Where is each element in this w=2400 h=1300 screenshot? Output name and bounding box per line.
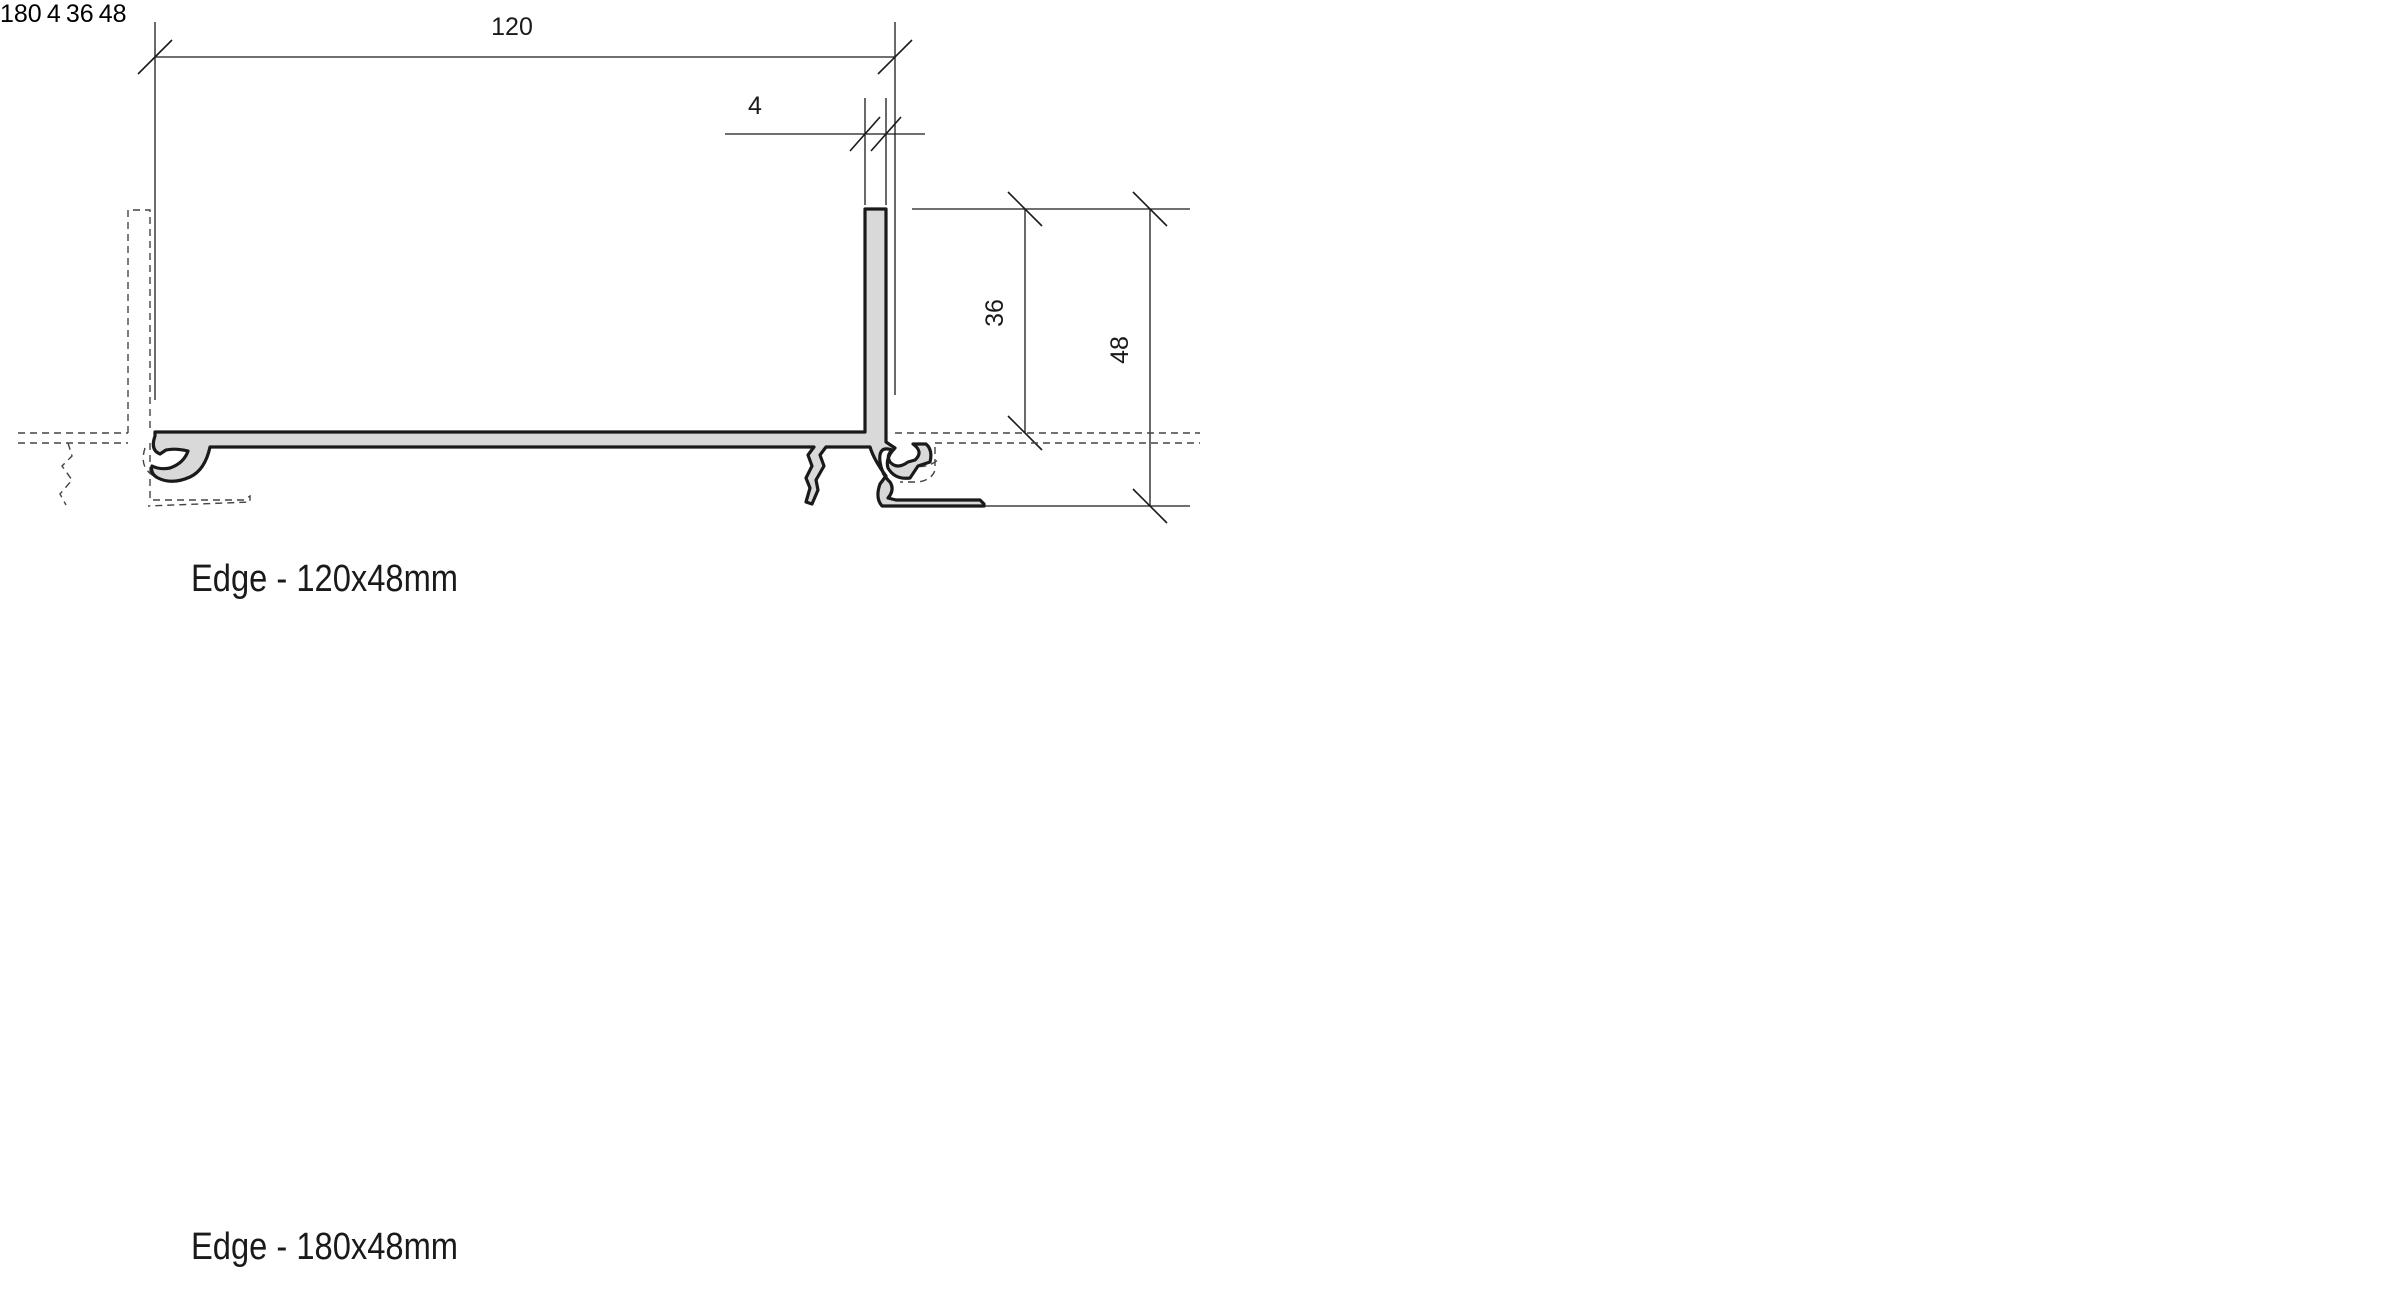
inner-height-dimension: 36 bbox=[912, 191, 1190, 451]
total-height-value: 48 bbox=[1106, 336, 1134, 364]
total-height-value: 48 bbox=[98, 0, 127, 28]
wall-dimension: 4 bbox=[725, 92, 925, 205]
wall-value: 4 bbox=[748, 92, 762, 120]
inner-height-value: 36 bbox=[65, 0, 94, 28]
aluminium-edge-profile bbox=[150, 207, 986, 508]
profile-caption: Edge - 120x48mm bbox=[191, 558, 459, 600]
profile-drawing-120x48: 120 4 36 48 bbox=[18, 13, 1200, 524]
inner-height-value: 36 bbox=[981, 299, 1009, 327]
width-dimension: 180 bbox=[0, 0, 47, 28]
width-dimension: 120 bbox=[137, 13, 913, 400]
profile-drawing-180x48: 180 4 36 48 bbox=[0, 0, 127, 28]
total-height-dimension: 48 bbox=[945, 191, 1190, 524]
width-value: 180 bbox=[0, 0, 42, 28]
profile-caption: Edge - 180x48mm bbox=[191, 1226, 459, 1268]
width-value: 120 bbox=[491, 13, 533, 41]
inner-height-dimension: 36 bbox=[66, 0, 99, 28]
wall-dimension: 4 bbox=[47, 0, 66, 28]
wall-value: 4 bbox=[46, 0, 61, 28]
total-height-dimension: 48 bbox=[99, 0, 127, 28]
